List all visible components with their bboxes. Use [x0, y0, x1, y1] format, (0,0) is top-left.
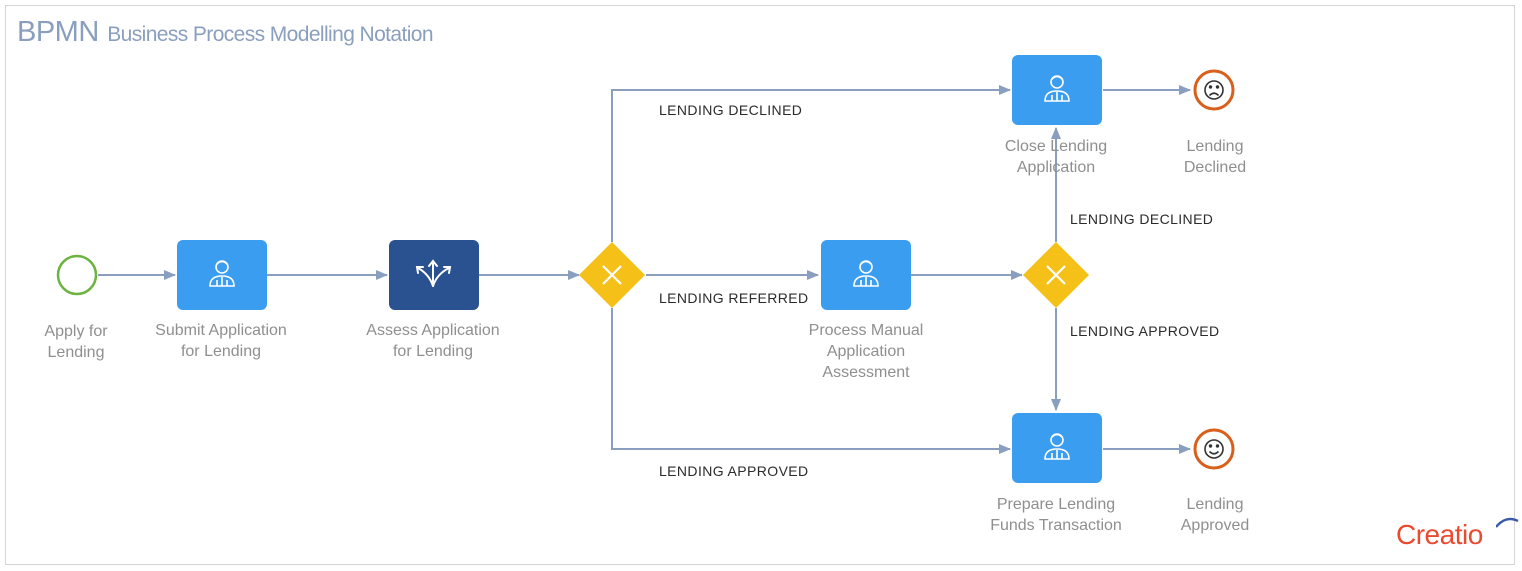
smile-face-icon: [1204, 439, 1224, 459]
task-process-manual[interactable]: [821, 240, 911, 310]
sad-face-icon: [1204, 80, 1224, 100]
label-submit: Submit Application for Lending: [155, 322, 287, 360]
task-submit-application[interactable]: [177, 240, 267, 310]
end-event-approved: [1193, 428, 1235, 470]
user-task-icon: [1044, 433, 1070, 460]
flow-label-referred: LENDING REFERRED: [659, 290, 809, 306]
exclusive-gateway-2: [1023, 242, 1089, 308]
creatio-logo: Creatio: [1396, 517, 1519, 551]
title-bpmn: BPMN: [17, 16, 99, 48]
label-end-approved: Lending Approved: [1180, 496, 1250, 534]
flow-gateway-to-prepare: [611, 308, 1011, 454]
gateway-x-icon: [602, 265, 622, 285]
exclusive-gateway-1: [579, 242, 645, 308]
user-task-icon: [853, 260, 879, 287]
gateway-x-icon: [1046, 265, 1066, 285]
logo-swoosh-icon: [1496, 517, 1519, 528]
flow-label-approved-right: LENDING APPROVED: [1070, 323, 1220, 339]
task-close-application[interactable]: [1012, 55, 1102, 125]
user-task-icon: [1044, 75, 1070, 102]
label-start: Apply for Lending: [44, 323, 108, 361]
label-close: Close Lending Application: [1004, 138, 1108, 176]
branching-arrows-icon: [415, 259, 452, 287]
title-subtitle: Business Process Modelling Notation: [107, 23, 433, 46]
flow-gateway-to-close: [611, 85, 1011, 242]
start-event-circle: [56, 254, 98, 296]
end-event-declined: [1193, 69, 1235, 111]
label-prepare: Prepare Lending Funds Transaction: [990, 496, 1122, 534]
task-assess-application[interactable]: [389, 240, 479, 310]
label-assess: Assess Application for Lending: [366, 322, 500, 360]
label-manual: Process Manual Application Assessment: [808, 322, 924, 381]
label-end-declined: Lending Declined: [1183, 138, 1247, 176]
task-prepare-funds[interactable]: [1012, 413, 1102, 483]
page-title: BPMN Business Process Modelling Notation: [17, 16, 434, 49]
flow-label-approved-bottom: LENDING APPROVED: [659, 463, 809, 479]
user-task-icon: [209, 260, 235, 287]
flow-label-declined-right: LENDING DECLINED: [1070, 211, 1214, 227]
flow-label-declined-top: LENDING DECLINED: [659, 102, 803, 118]
